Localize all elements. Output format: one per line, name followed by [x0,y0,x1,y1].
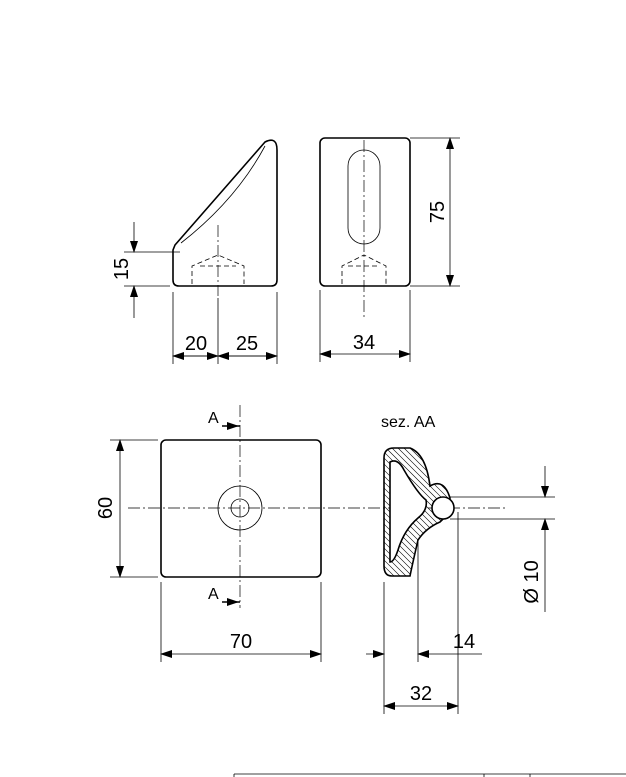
hatch-line [480,440,620,580]
hatch-line [384,448,387,576]
hatch-line [384,448,405,576]
hatch-line [462,440,602,580]
hatch-line [384,448,393,576]
hatch-line [407,448,450,576]
hatch-line [498,440,626,580]
dimension-60: 60 [95,439,158,578]
hatch-line [558,440,626,580]
hatch-line [384,448,399,576]
hatch-line [504,440,626,580]
hatch-line [474,440,614,580]
dimension-25-label: 25 [236,333,258,355]
hatch-line [186,440,326,580]
dimension-diameter-10: Ø 10 [450,466,555,612]
hatch-line [492,440,626,580]
hatch-line [198,440,338,580]
hatch-line [384,448,450,576]
hatch-line [510,440,626,580]
dimension-20-label: 20 [185,333,207,355]
section-mark-bottom-label: A [208,586,219,603]
hatch-line [240,440,380,580]
section-title: sez. AA [381,414,436,431]
dimension-75-label: 75 [427,201,449,223]
dimension-60-label: 60 [95,497,117,519]
hatch-line [216,440,356,580]
hatch-line [540,440,626,580]
dimension-diameter-10-label: Ø 10 [521,560,543,603]
side-view [172,139,278,296]
hatch-line [552,440,626,580]
dimension-70: 70 [160,582,322,662]
hatch-line [384,448,435,576]
hatch-line [395,448,450,576]
front-view [319,137,411,320]
dimension-34-label: 34 [353,332,375,354]
hatch-line [384,448,411,576]
dimension-75: 75 [410,137,460,287]
dimension-32-label: 32 [410,683,432,705]
dimension-20-25: 20 25 [172,292,278,364]
section-aa-view: sez. AA [180,414,626,580]
section-mark-bottom: A [208,586,240,606]
section-mark-top-label: A [208,410,219,427]
section-mark-top: A [208,410,240,430]
hatch-line [222,440,362,580]
hatch-line [486,440,626,580]
hatch-line [456,440,596,580]
dimension-34: 34 [319,290,411,362]
dimension-14-label: 14 [453,631,475,653]
dimension-15-label: 15 [111,258,133,280]
hatch-line [180,440,320,580]
dimension-70-label: 70 [230,631,252,653]
hatch-line [234,440,374,580]
hatch-line [443,448,450,576]
hatch-line [516,440,626,580]
hatch-line [546,440,626,580]
hatch-line [570,440,626,580]
hatch-line [449,448,450,576]
hatch-line [384,448,429,576]
hatch-line [437,448,450,576]
hatch-line [204,440,344,580]
hatch-line [389,448,450,576]
hatch-line [576,440,626,580]
dimension-32: 32 [383,683,459,710]
hatch-line [384,448,450,576]
dimension-15: 15 [111,222,180,318]
hatch-line [528,440,626,580]
hatch-line [384,448,450,576]
hatch-line [468,440,608,580]
dimension-14: 14 [366,512,482,714]
hatch-line [564,440,626,580]
hatch-line [534,440,626,580]
hatch-line [384,448,423,576]
hatch-line [522,440,626,580]
